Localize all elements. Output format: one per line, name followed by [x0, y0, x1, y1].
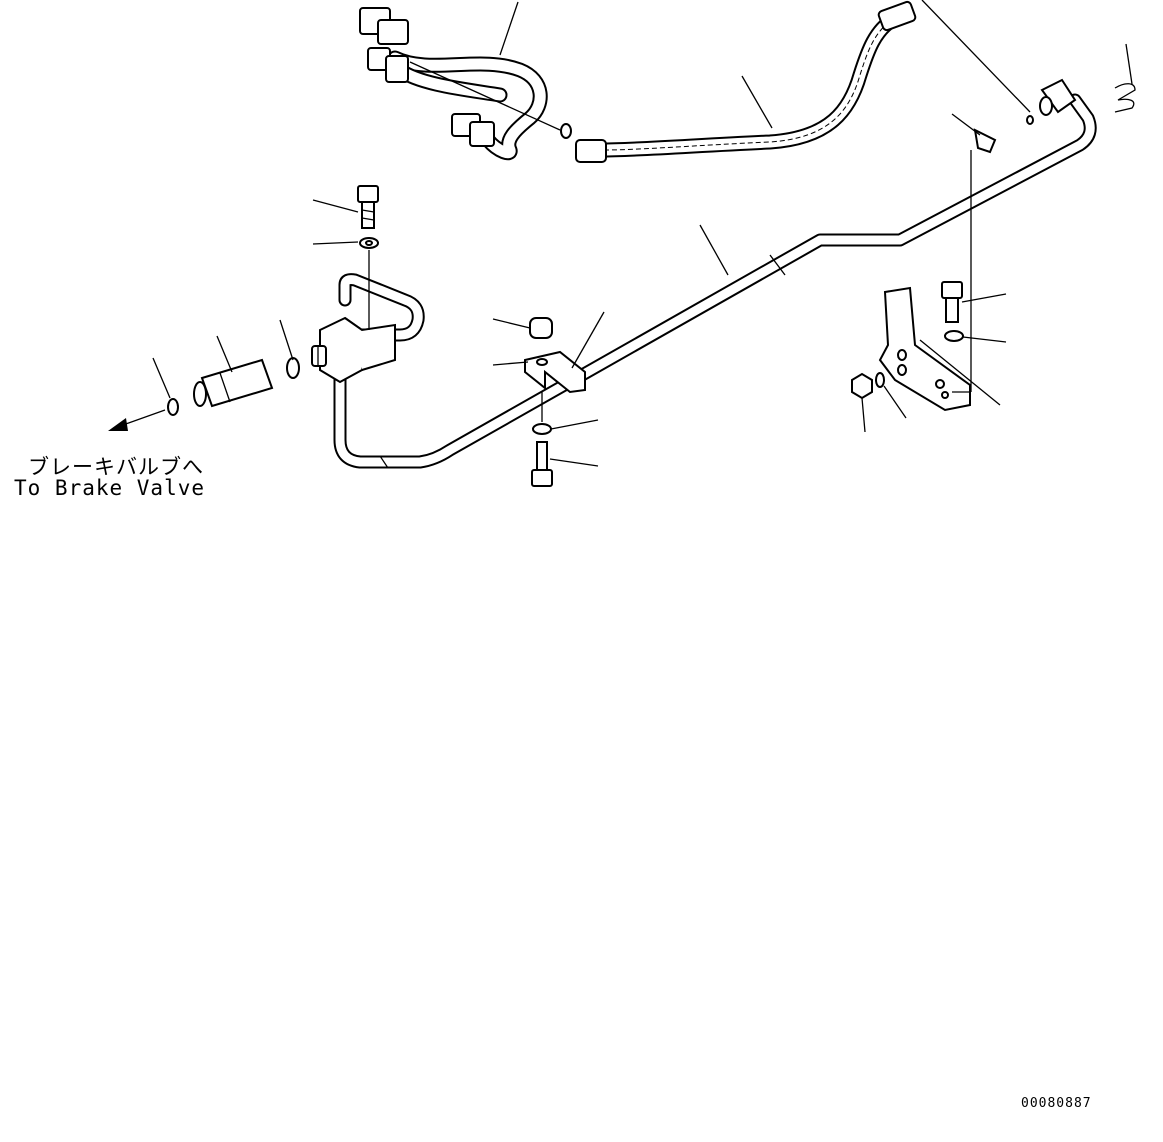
arrow-left-icon: [108, 409, 166, 431]
elbow-fitting: [973, 78, 1136, 154]
drawing-code: 00080887: [1021, 1096, 1092, 1111]
destination-label-jp: ブレーキバルブへ: [28, 455, 204, 479]
bolt-upper-left: [357, 185, 379, 330]
inline-fitting: [167, 357, 300, 416]
leader-lines: [152, 0, 1133, 467]
upper-left-hose-assembly: [359, 7, 572, 161]
upper-long-hose: [575, 0, 917, 163]
tube-clamp: [524, 317, 586, 487]
destination-label-en: To Brake Valve: [14, 476, 206, 500]
valve-block: [311, 316, 396, 384]
main-brake-tube: [333, 93, 1097, 469]
mounting-bracket: [851, 150, 972, 412]
